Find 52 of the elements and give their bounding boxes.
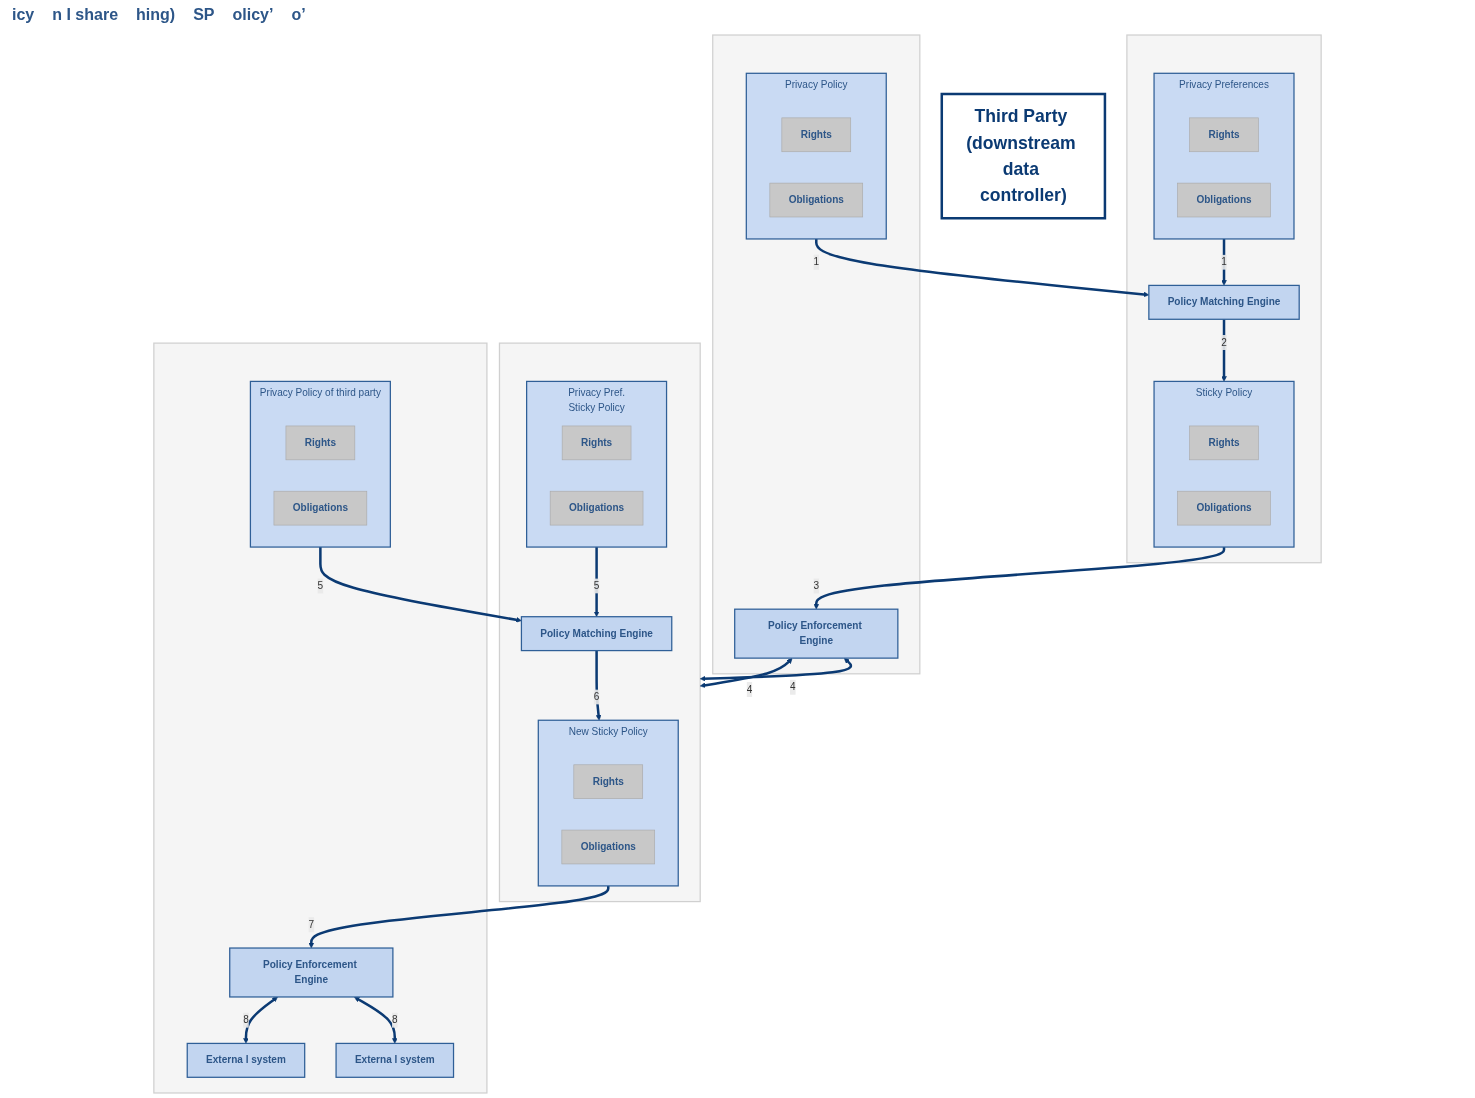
- node-box: Obligations: [561, 829, 655, 865]
- arrow: [595, 650, 602, 721]
- edge-label: 8: [392, 1014, 398, 1026]
- fragment-text: icy: [12, 6, 35, 24]
- node-box: Rights: [1189, 117, 1259, 153]
- node-box: Externa l system: [335, 1042, 455, 1078]
- fragment-text: o’: [291, 6, 306, 24]
- arrow: [813, 546, 1226, 610]
- node-box: Policy Enforcement Engine: [229, 947, 394, 998]
- edge-label: 5: [593, 580, 600, 591]
- node-box: Obligations: [1177, 182, 1271, 218]
- arrow: [593, 547, 600, 617]
- arrow: [243, 996, 278, 1044]
- fragment-text: SP: [193, 6, 215, 24]
- fragment-text: olicy’: [232, 6, 274, 24]
- edge-label: 1: [813, 256, 820, 268]
- arrow: [308, 885, 610, 949]
- arrow: [699, 658, 852, 682]
- arrow: [1221, 319, 1227, 382]
- arrow: [1221, 238, 1227, 286]
- edge-label: 2: [1221, 336, 1227, 348]
- cluster: [498, 342, 701, 903]
- node-box: Obligations: [549, 490, 644, 526]
- edge-label: 8: [243, 1014, 249, 1026]
- fragment-text: hing): [136, 6, 176, 24]
- node-box: Obligations: [769, 182, 864, 218]
- node-box: Policy Matching Engine: [1148, 284, 1300, 320]
- cluster: [1126, 34, 1322, 564]
- node-box: Policy Enforcement Engine: [734, 608, 899, 659]
- arrow: [699, 658, 793, 688]
- edge-label: 4: [746, 683, 753, 695]
- fragment-text: n I share: [52, 6, 119, 24]
- node-box: Policy Matching Engine: [520, 616, 673, 652]
- arrow: [319, 547, 522, 623]
- edge-label: 4: [790, 681, 796, 693]
- node-box: Obligations: [1177, 490, 1271, 526]
- edge-label: 1: [1221, 256, 1227, 268]
- cluster: [712, 34, 921, 675]
- edge-label: 5: [317, 580, 324, 591]
- node-box: Rights: [573, 764, 644, 799]
- node-box: Rights: [1189, 425, 1259, 461]
- edge-label: 6: [593, 691, 600, 703]
- node-box: Externa l system: [186, 1042, 306, 1078]
- cluster: [153, 342, 488, 1094]
- node-box: Obligations: [273, 490, 368, 526]
- node-box: Rights: [781, 117, 852, 153]
- node-box: Rights: [285, 425, 356, 461]
- node-box: Rights: [561, 425, 632, 461]
- arrow: [354, 996, 398, 1044]
- node-box: Third Party (downstream data controller): [940, 92, 1107, 220]
- edge-label: 3: [813, 580, 820, 591]
- edge-label: 7: [308, 919, 315, 930]
